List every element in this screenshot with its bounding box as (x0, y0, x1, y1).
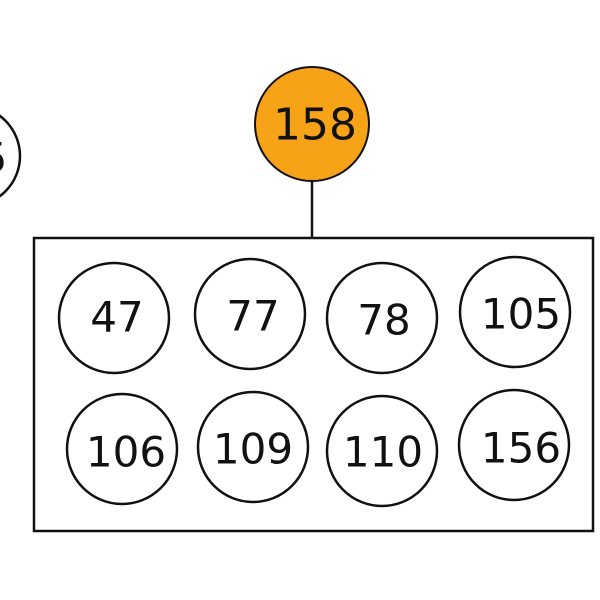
child-node-label: 78 (357, 296, 410, 345)
child-node-label: 77 (226, 292, 279, 341)
child-node[interactable]: 110 (325, 394, 439, 508)
root-node[interactable]: 158 (254, 66, 370, 182)
child-node[interactable]: 78 (325, 261, 439, 375)
child-node-label: 47 (90, 293, 143, 342)
child-node[interactable]: 109 (196, 390, 310, 504)
partial-node-label: 5 (0, 134, 7, 183)
child-node-label: 105 (481, 290, 561, 339)
child-node-circle[interactable] (57, 261, 171, 375)
child-node-circle[interactable] (193, 257, 307, 371)
child-node[interactable]: 105 (458, 255, 572, 369)
child-node-circle[interactable] (458, 255, 572, 369)
child-node-circle[interactable] (457, 388, 571, 502)
child-node[interactable]: 106 (65, 392, 179, 506)
child-node-circle[interactable] (325, 394, 439, 508)
child-node[interactable]: 77 (193, 257, 307, 371)
child-node-label: 110 (343, 428, 423, 477)
child-node-label: 109 (213, 425, 293, 474)
child-node-label: 156 (481, 424, 561, 473)
child-node-circle[interactable] (325, 261, 439, 375)
child-node[interactable]: 156 (457, 388, 571, 502)
child-node[interactable]: 47 (57, 261, 171, 375)
root-node-label: 158 (273, 100, 357, 151)
child-node-circle[interactable] (65, 392, 179, 506)
child-node-label: 106 (86, 428, 166, 477)
child-node-circle[interactable] (196, 390, 310, 504)
partial-node-circle (0, 114, 22, 198)
root-node-circle[interactable] (254, 66, 370, 182)
partial-node: 5 (0, 114, 22, 198)
